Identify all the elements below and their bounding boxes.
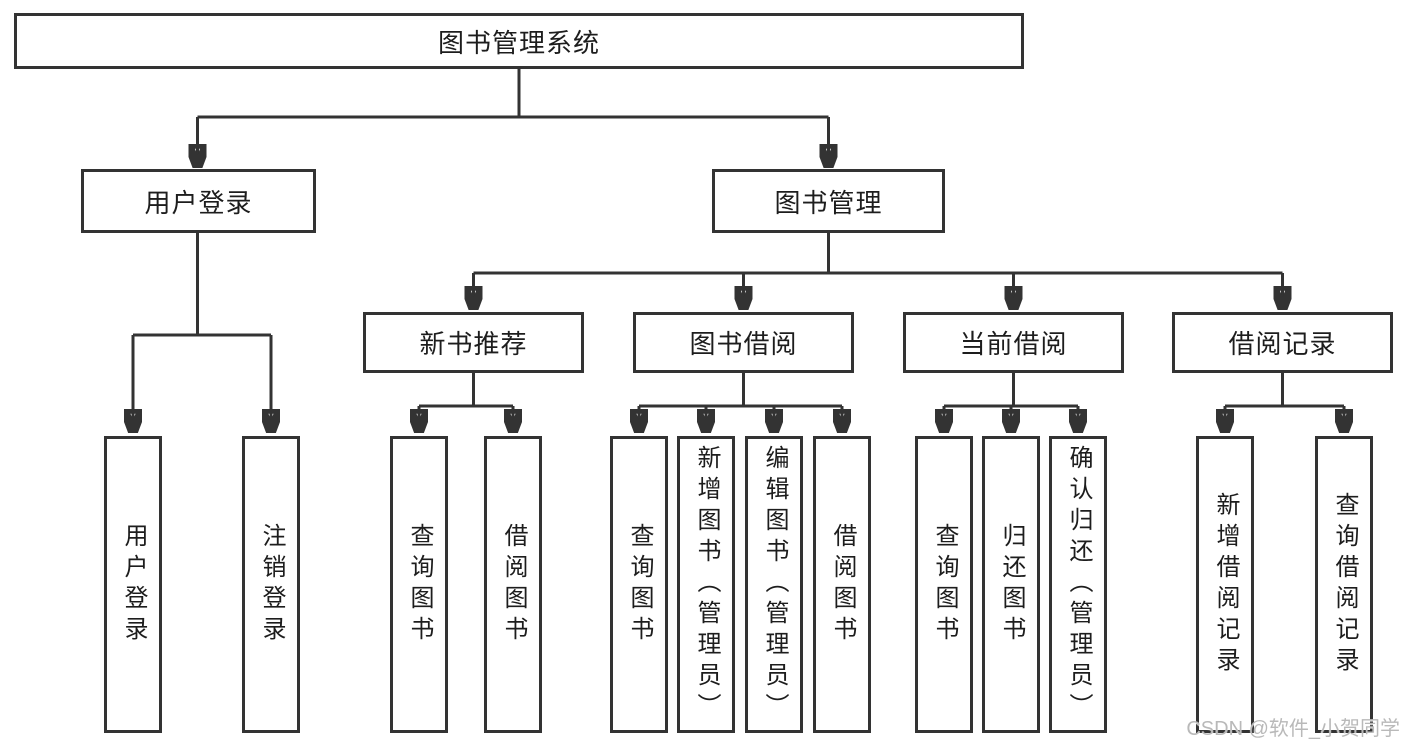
leaf-add-borrow-record-label: 新增借阅记录 (1212, 491, 1239, 678)
leaf-logout: 注销登录 (242, 436, 300, 733)
leaf-borrow-books-label: 借阅图书 (829, 522, 856, 647)
node-root-label: 图书管理系统 (437, 27, 600, 58)
node-user-login: 用户登录 (81, 169, 316, 233)
connector-borrow-records-to-leaves (1225, 373, 1344, 432)
leaf-query-books-current: 查询图书 (915, 436, 973, 733)
leaf-return-books-label: 归还图书 (998, 522, 1025, 647)
node-new-book-recommend-label: 新书推荐 (419, 329, 528, 359)
leaf-query-books-current-label: 查询图书 (931, 522, 958, 647)
node-borrow-records-label: 借阅记录 (1228, 329, 1337, 359)
leaf-return-books: 归还图书 (982, 436, 1040, 733)
leaf-add-books-admin-label: 新增图书（管理员） (693, 445, 720, 724)
leaf-query-books-recommend-label: 查询图书 (406, 522, 433, 647)
csdn-watermark: CSDN @软件_小贺同学 (1186, 718, 1400, 740)
leaf-user-login-label: 用户登录 (120, 522, 147, 647)
connector-new-book-to-leaves (419, 373, 513, 432)
node-user-login-label: 用户登录 (144, 187, 253, 218)
connector-book-mgmt-to-level2 (474, 233, 1283, 309)
leaf-query-borrow-record-label: 查询借阅记录 (1331, 491, 1358, 678)
node-book-management: 图书管理 (712, 169, 945, 233)
leaf-query-borrow-record: 查询借阅记录 (1315, 436, 1373, 733)
node-borrow-records: 借阅记录 (1172, 312, 1393, 373)
connector-user-login-to-leaves (133, 233, 271, 432)
connector-current-borrow-to-leaves (944, 373, 1078, 432)
leaf-query-books-borrow: 查询图书 (610, 436, 668, 733)
leaf-query-books-borrow-label: 查询图书 (626, 522, 653, 647)
leaf-borrow-books-recommend-label: 借阅图书 (500, 522, 527, 647)
leaf-user-login: 用户登录 (104, 436, 162, 733)
node-book-management-label: 图书管理 (774, 187, 883, 218)
leaf-logout-label: 注销登录 (258, 522, 285, 647)
leaf-borrow-books: 借阅图书 (813, 436, 871, 733)
node-current-borrow-label: 当前借阅 (959, 329, 1068, 359)
node-root-system: 图书管理系统 (14, 13, 1024, 69)
node-book-borrow: 图书借阅 (633, 312, 854, 373)
leaf-edit-books-admin-label: 编辑图书（管理员） (761, 445, 788, 724)
connector-root-to-level1 (198, 69, 829, 167)
node-new-book-recommend: 新书推荐 (363, 312, 584, 373)
leaf-add-books-admin: 新增图书（管理员） (677, 436, 735, 733)
leaf-confirm-return-admin: 确认归还（管理员） (1049, 436, 1107, 733)
leaf-edit-books-admin: 编辑图书（管理员） (745, 436, 803, 733)
node-current-borrow: 当前借阅 (903, 312, 1124, 373)
leaf-confirm-return-admin-label: 确认归还（管理员） (1065, 445, 1092, 724)
leaf-query-books-recommend: 查询图书 (390, 436, 448, 733)
connector-book-borrow-to-leaves (639, 373, 842, 432)
leaf-borrow-books-recommend: 借阅图书 (484, 436, 542, 733)
leaf-add-borrow-record: 新增借阅记录 (1196, 436, 1254, 733)
node-book-borrow-label: 图书借阅 (689, 329, 798, 359)
